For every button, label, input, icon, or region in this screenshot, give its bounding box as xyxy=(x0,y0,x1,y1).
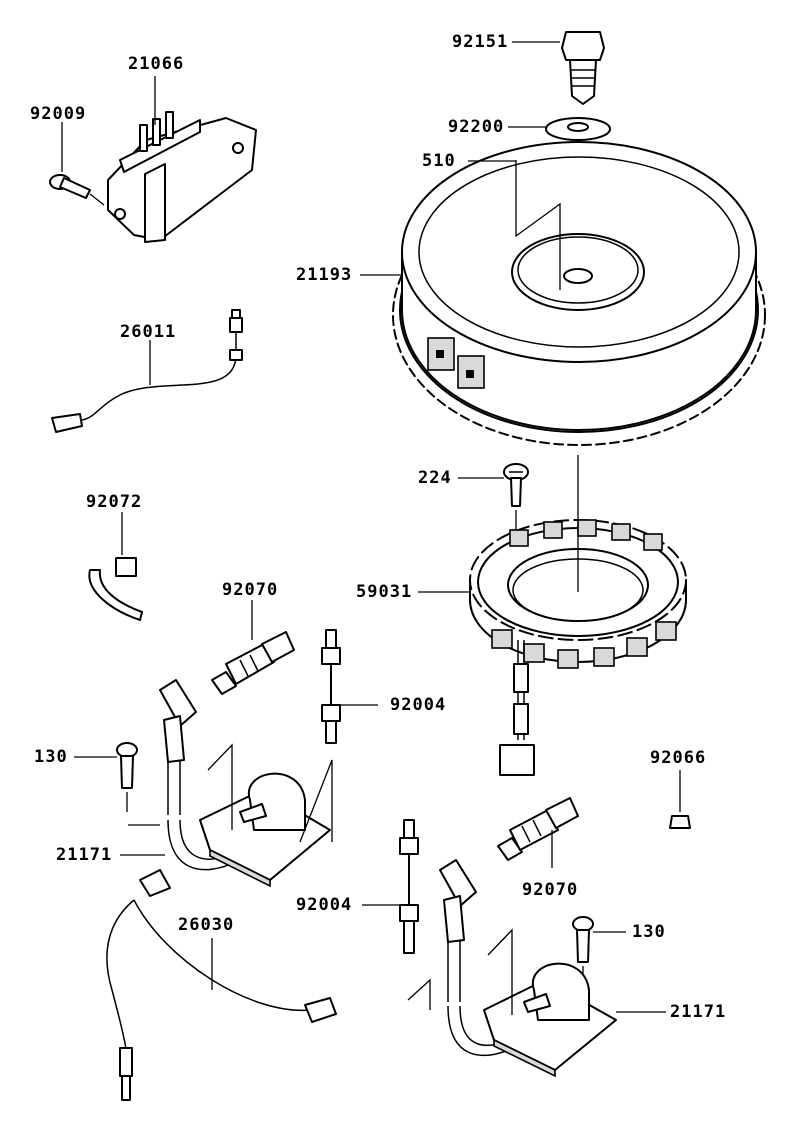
callout-510: 510 xyxy=(422,151,456,171)
callout-92151: 92151 xyxy=(452,32,509,52)
flywheel xyxy=(392,141,766,446)
ignition-coil-left xyxy=(120,679,333,888)
flywheel-bolt xyxy=(561,31,605,105)
coil-bolt-right xyxy=(572,916,626,990)
callout-130-right: 130 xyxy=(632,922,666,942)
callout-59031: 59031 xyxy=(356,582,413,602)
spark-plug-right xyxy=(497,797,579,868)
ignition-coil-right xyxy=(407,859,662,1078)
stud-left xyxy=(321,629,378,744)
callout-92066: 92066 xyxy=(650,748,707,768)
callout-21171-right: 21171 xyxy=(670,1002,727,1022)
leader-lines xyxy=(74,41,666,1013)
callout-26011: 26011 xyxy=(120,322,177,342)
callout-224: 224 xyxy=(418,468,452,488)
callout-92009: 92009 xyxy=(30,104,87,124)
callout-92200: 92200 xyxy=(448,117,505,137)
regulator xyxy=(107,76,257,243)
callout-21193: 21193 xyxy=(296,265,353,285)
callout-92070-right: 92070 xyxy=(522,880,579,900)
callout-92004-left: 92004 xyxy=(390,695,447,715)
spark-plug-left xyxy=(211,600,295,695)
wire-harness xyxy=(106,869,337,1101)
callout-130-left: 130 xyxy=(34,747,68,767)
stator xyxy=(469,455,687,776)
wire-clamp xyxy=(88,512,143,621)
callout-92004-right: 92004 xyxy=(296,895,353,915)
callout-92072: 92072 xyxy=(86,492,143,512)
callout-21066: 21066 xyxy=(128,54,185,74)
stud-right xyxy=(362,819,419,954)
washer xyxy=(545,117,611,141)
callout-26030: 26030 xyxy=(178,915,235,935)
callout-92070-left: 92070 xyxy=(222,580,279,600)
cap xyxy=(669,770,691,829)
regulator-bolt xyxy=(49,122,105,206)
coil-bolt-left xyxy=(116,742,138,812)
lead-wire xyxy=(51,309,243,433)
callout-21171-left: 21171 xyxy=(56,845,113,865)
